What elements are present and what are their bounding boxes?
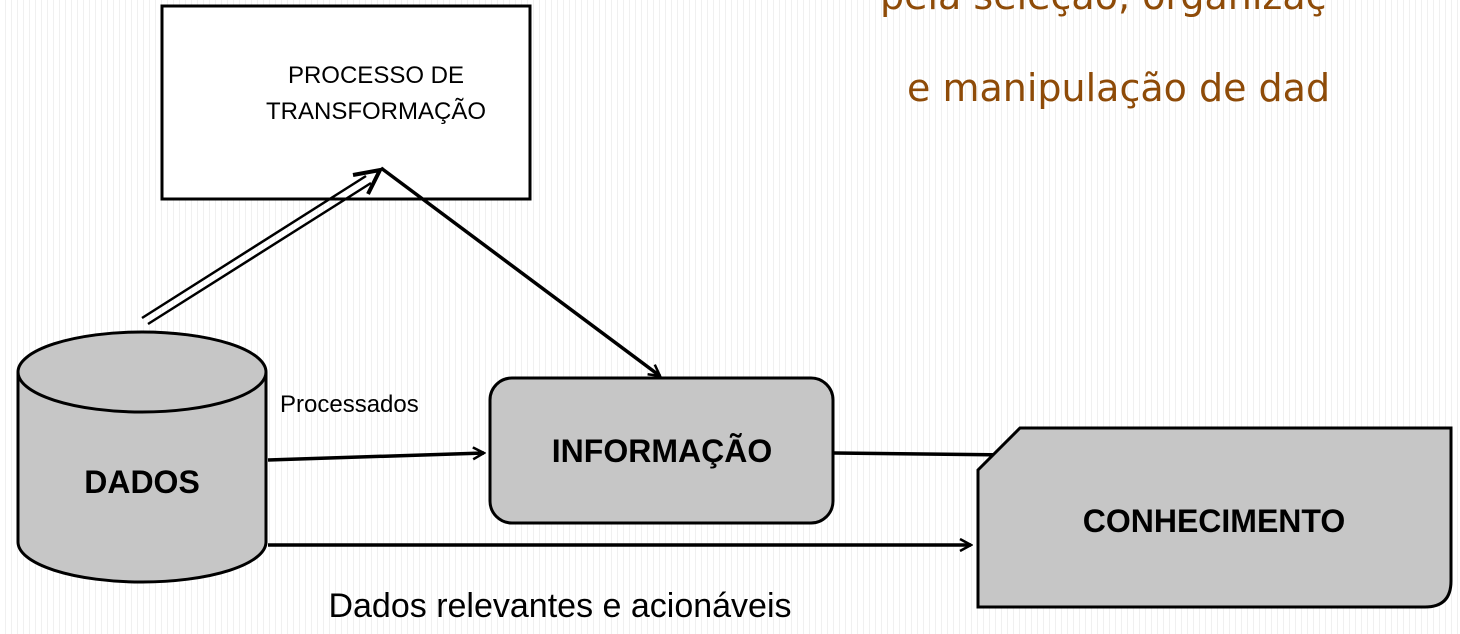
arrow-processo-to-informacao bbox=[379, 166, 660, 376]
conhecimento-box: CONHECIMENTO bbox=[976, 426, 1453, 609]
process-box: PROCESSO DE TRANSFORMAÇÃO bbox=[160, 4, 532, 201]
arrow-dados-to-processo bbox=[141, 167, 384, 326]
arrow-informacao-to-conhecimento bbox=[833, 453, 1013, 455]
informacao-label: INFORMAÇÃO bbox=[552, 433, 772, 469]
dados-cylinder: DADOS bbox=[16, 330, 268, 584]
process-label-line1: PROCESSO DE bbox=[288, 62, 464, 89]
dados-relevantes-label: Dados relevantes e acionáveis bbox=[328, 587, 791, 625]
processados-label: Processados bbox=[280, 391, 419, 418]
process-label-line2: TRANSFORMAÇÃO bbox=[266, 98, 486, 125]
dados-label: DADOS bbox=[84, 464, 200, 500]
informacao-box: INFORMAÇÃO bbox=[488, 376, 835, 525]
conhecimento-label: CONHECIMENTO bbox=[1083, 503, 1346, 539]
arrow-dados-to-informacao bbox=[267, 453, 484, 462]
